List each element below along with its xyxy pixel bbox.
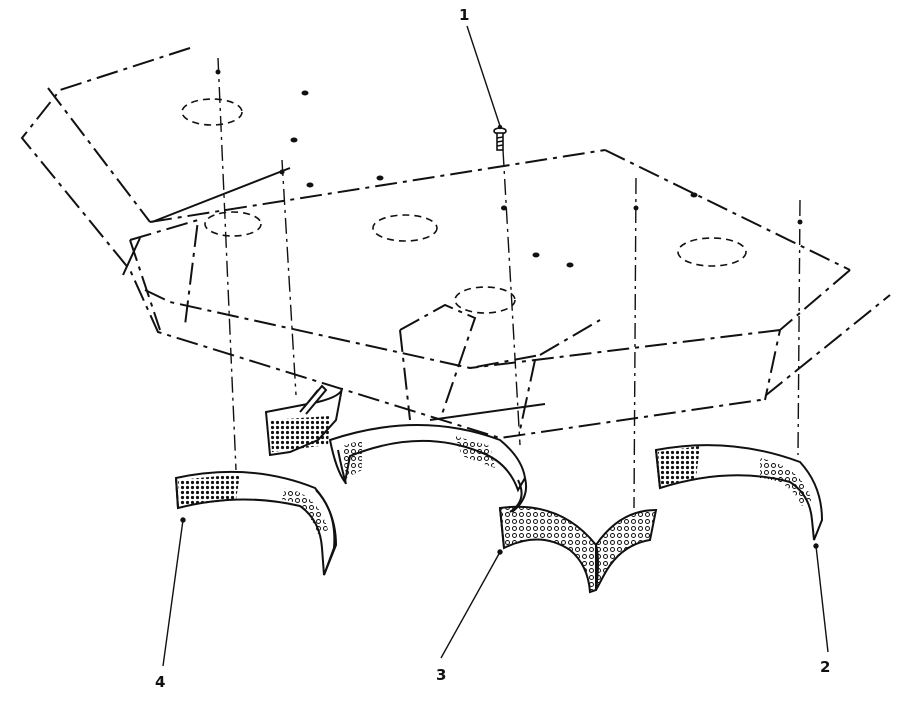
left-liner-part <box>174 470 338 576</box>
housing-edges <box>122 167 546 421</box>
callout-2-label: 2 <box>820 658 831 676</box>
callout-1-label: 1 <box>459 6 470 24</box>
callout-3-label: 3 <box>436 666 447 684</box>
center-liner-part <box>264 384 658 594</box>
assembly-centerlines <box>217 57 801 509</box>
callout-4-label: 4 <box>155 673 166 691</box>
right-liner-part <box>654 444 824 541</box>
callout-leaders <box>162 25 829 667</box>
housing-bores <box>181 98 747 314</box>
screw-part <box>493 127 507 151</box>
housing-phantom-outline <box>20 47 891 440</box>
